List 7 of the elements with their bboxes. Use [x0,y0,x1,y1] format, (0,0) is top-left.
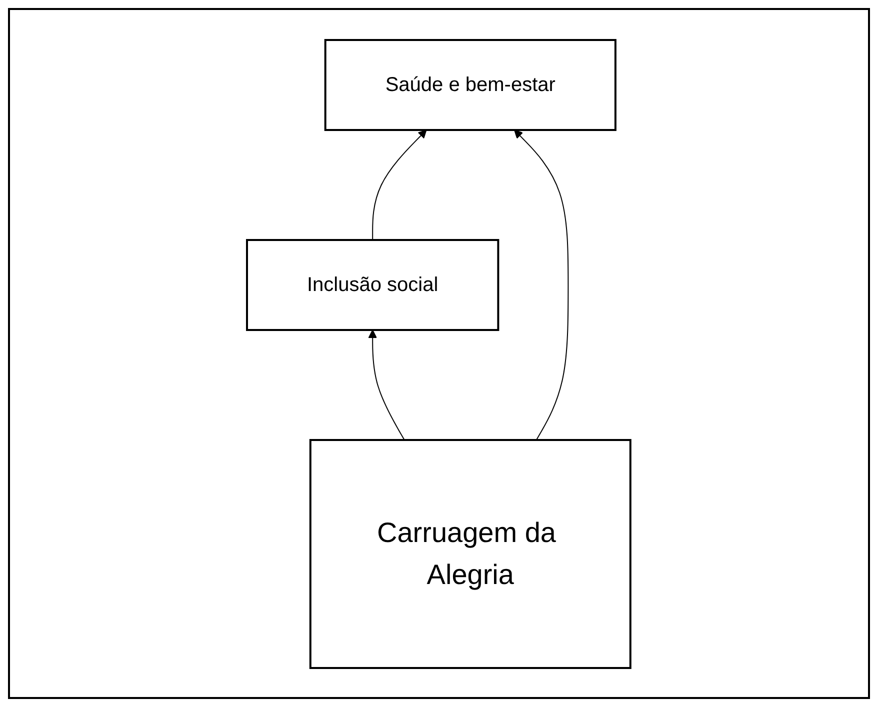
node-box [324,38,617,130]
node-box [310,438,632,668]
arrow [368,329,406,440]
arrow [514,129,569,440]
node-box [246,238,500,330]
diagram-frame: Saúde e bem-estar Inclusão social Carruagem da Alegria [8,8,870,699]
arrow [372,129,428,240]
